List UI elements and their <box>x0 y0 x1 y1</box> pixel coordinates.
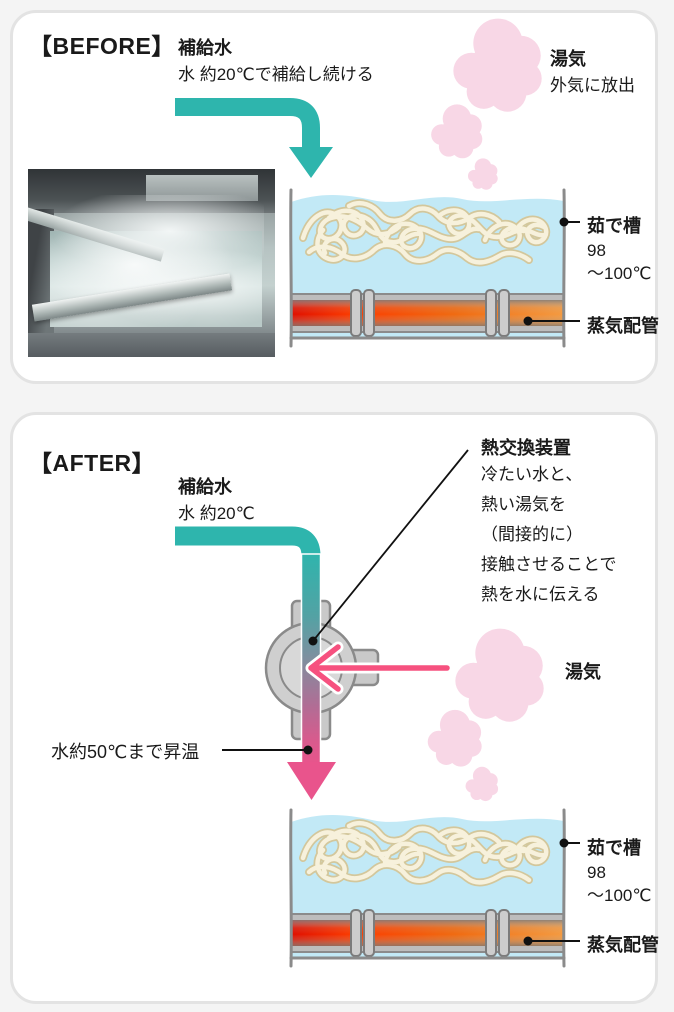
before-tank-temp-1: 98 <box>587 241 606 260</box>
after-title: 【AFTER】 <box>29 450 156 476</box>
after-tank-temp-2: 〜100℃ <box>587 886 652 905</box>
after-steam-label: 湯気 <box>565 662 601 682</box>
heat-exchanger-desc-line: 熱を水に伝える <box>481 585 600 604</box>
heat-exchanger-desc-line: 接触させることで <box>481 555 617 574</box>
after-steam-pipe-label: 蒸気配管 <box>587 935 659 955</box>
after-supply-water-title: 補給水 <box>178 477 232 497</box>
before-tank-temp-2: 〜100℃ <box>587 264 652 283</box>
photo-steam-haze <box>54 195 264 275</box>
before-card: 【BEFORE】 補給水 水 約20℃で補給し続ける 湯気 外気に放出 茹で槽 … <box>10 10 659 384</box>
after-tank-label: 茹で槽 <box>587 838 641 858</box>
before-steam-title: 湯気 <box>550 49 586 69</box>
after-supply-water-desc: 水 約20℃ <box>178 504 255 523</box>
warmed-water-label: 水約50℃まで昇温 <box>51 742 200 762</box>
before-supply-water-title: 補給水 <box>178 38 232 58</box>
after-tank-temp-1: 98 <box>587 863 606 882</box>
before-steam-desc: 外気に放出 <box>550 76 635 95</box>
heat-exchanger-desc-line: 冷たい水と、 <box>481 465 583 484</box>
heat-exchanger-desc-line: （間接的に） <box>481 525 583 544</box>
before-supply-water-desc: 水 約20℃で補給し続ける <box>178 65 374 84</box>
after-card: 【AFTER】 補給水 水 約20℃ 熱交換装置 冷たい水と、 熱い湯気を （間… <box>10 412 659 1004</box>
heat-exchanger-desc-line: 熱い湯気を <box>481 495 566 514</box>
boiler-photo <box>28 169 275 357</box>
photo-front-edge <box>28 333 275 357</box>
before-title: 【BEFORE】 <box>29 33 175 59</box>
before-tank-label: 茹で槽 <box>587 216 641 236</box>
heat-exchanger-title: 熱交換装置 <box>481 438 571 458</box>
before-steam-pipe-label: 蒸気配管 <box>587 316 659 336</box>
heat-exchanger-desc: 冷たい水と、 熱い湯気を （間接的に） 接触させることで 熱を水に伝える <box>481 460 617 610</box>
photo-tank-wall <box>28 209 54 357</box>
